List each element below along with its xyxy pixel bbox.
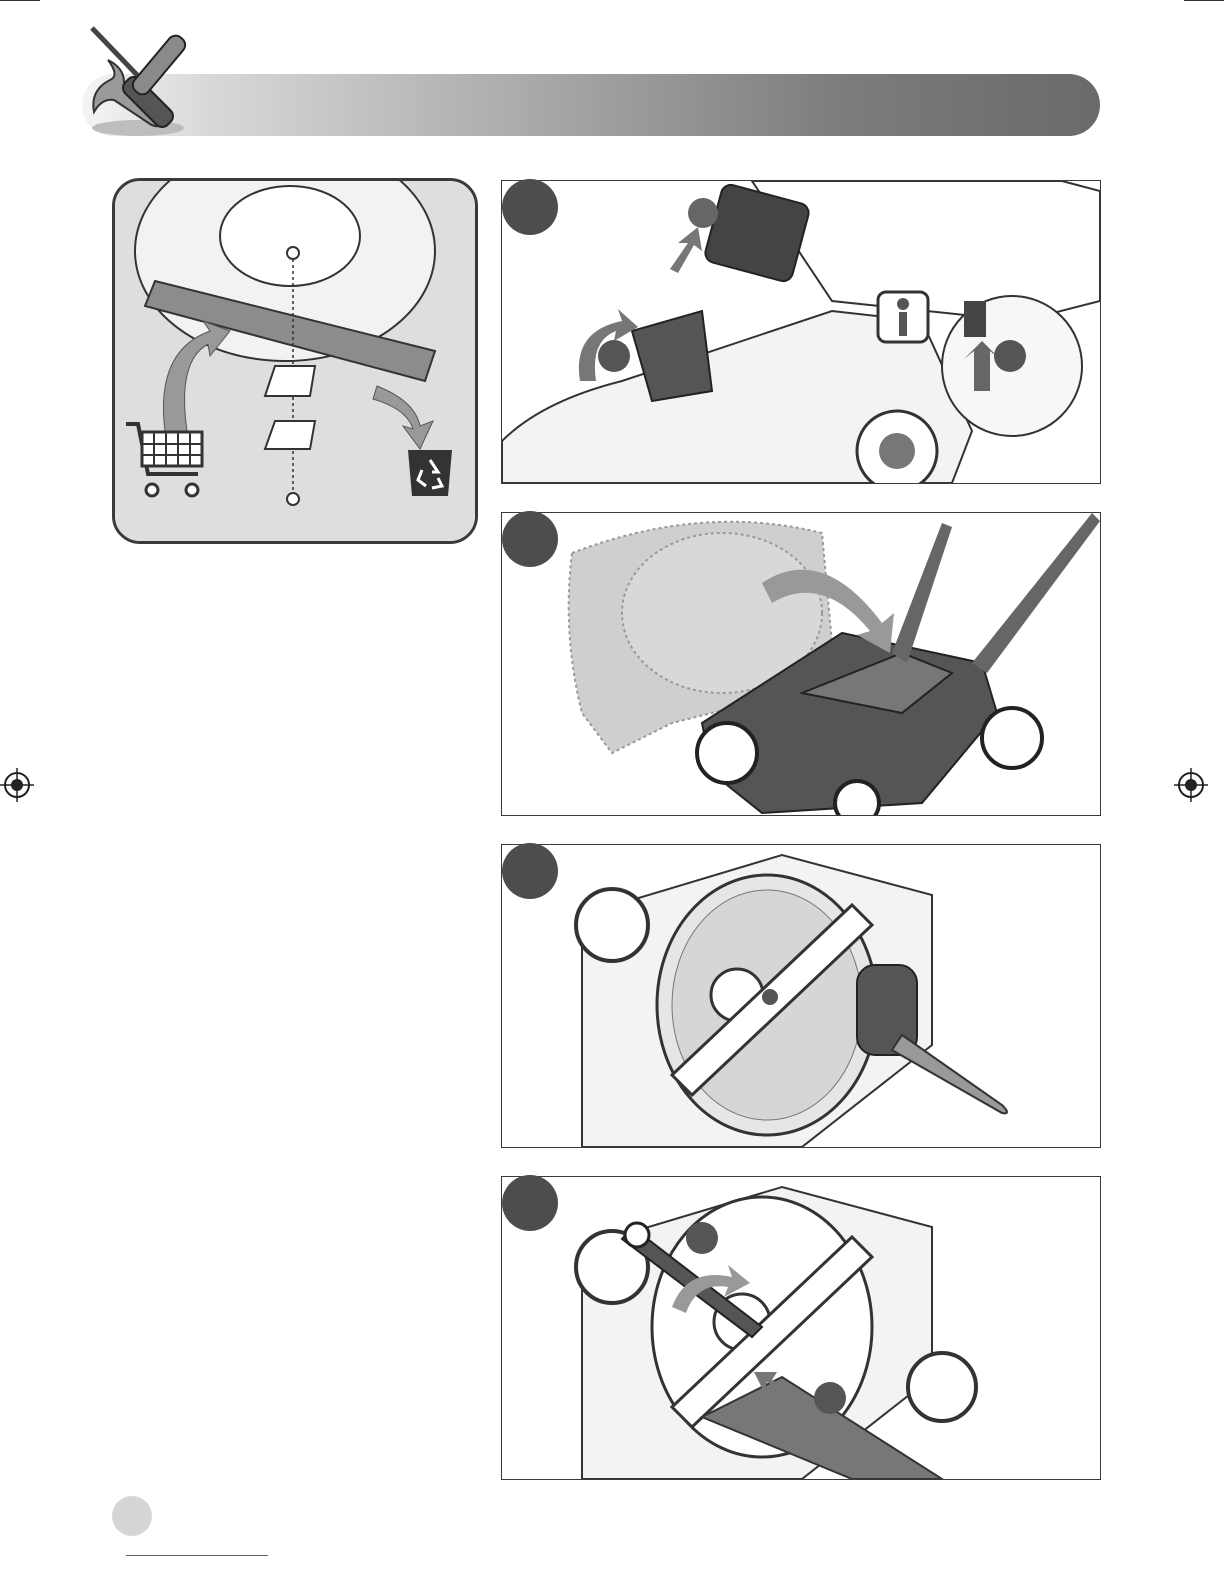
registration-mark-right [1174,768,1208,802]
step-1-panel [501,180,1101,484]
screwdriver-wrench-icon [80,20,210,140]
recycle-bin-icon [404,446,456,498]
registration-mark-icon [1174,768,1208,802]
section-header-bar [82,74,1100,136]
step-2-number-badge [502,511,558,567]
registration-mark-icon [0,768,34,802]
registration-mark-left [0,768,34,802]
step-4-sub-marker-b [814,1382,846,1414]
step-1-sub-marker-c [994,340,1026,372]
page-number-badge [112,1496,152,1536]
step-1-sub-marker-a [688,198,718,228]
step-4-number-badge [502,1175,558,1231]
info-icon [876,290,930,344]
step-2-panel [501,512,1101,816]
footer-link-underline[interactable] [126,1555,268,1556]
step-1-sub-marker-b [598,340,630,372]
shopping-cart-icon [122,418,208,500]
step-4-sub-marker-a [686,1222,718,1254]
crop-mark-top-right [1184,0,1224,1]
step-1-number-badge [502,179,558,235]
crop-mark-top-left [0,0,40,1]
step-3-number-badge [502,843,558,899]
step-3-panel [501,844,1101,1148]
step-4-panel [501,1176,1101,1480]
